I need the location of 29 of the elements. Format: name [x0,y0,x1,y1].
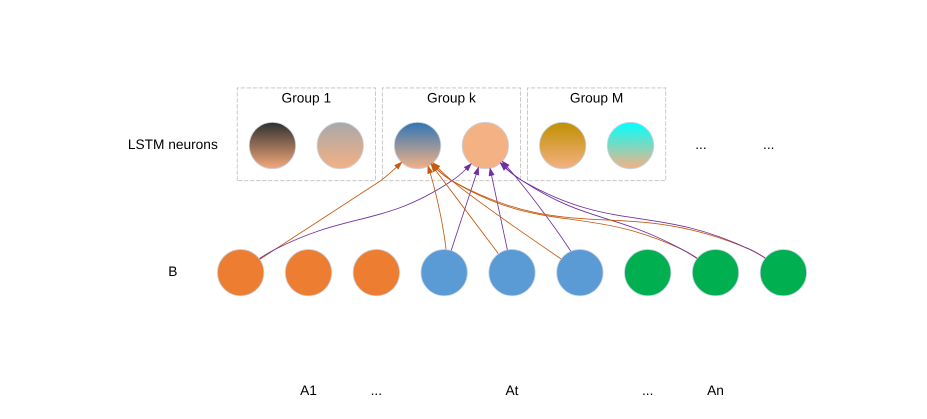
label: ... [370,383,382,398]
node-circle [624,249,672,296]
node-circle [316,122,364,170]
arrow [450,166,479,251]
label: At [506,383,519,398]
arrow [427,165,446,250]
node-circle [284,249,332,296]
node-circle [488,249,536,296]
arrow [259,162,402,260]
cluster: Group M [527,88,666,182]
node-circle [217,249,264,296]
label: ... [763,136,774,152]
label: B [168,264,178,279]
node-circle [352,249,400,296]
cluster: Group 1 [236,88,376,182]
label: LSTM neurons [128,136,218,152]
node-circle [556,249,604,296]
node-circle [539,122,586,170]
label: An [707,383,724,398]
node-circle [420,249,468,296]
node-circle [248,122,296,170]
label: A1 [300,383,317,398]
arrow [488,167,508,250]
cluster: Group k [382,88,522,182]
node-circle [692,249,740,296]
node-circle [760,249,807,296]
node-circle [606,122,654,170]
label: ... [642,383,654,398]
label: ... [695,136,707,152]
